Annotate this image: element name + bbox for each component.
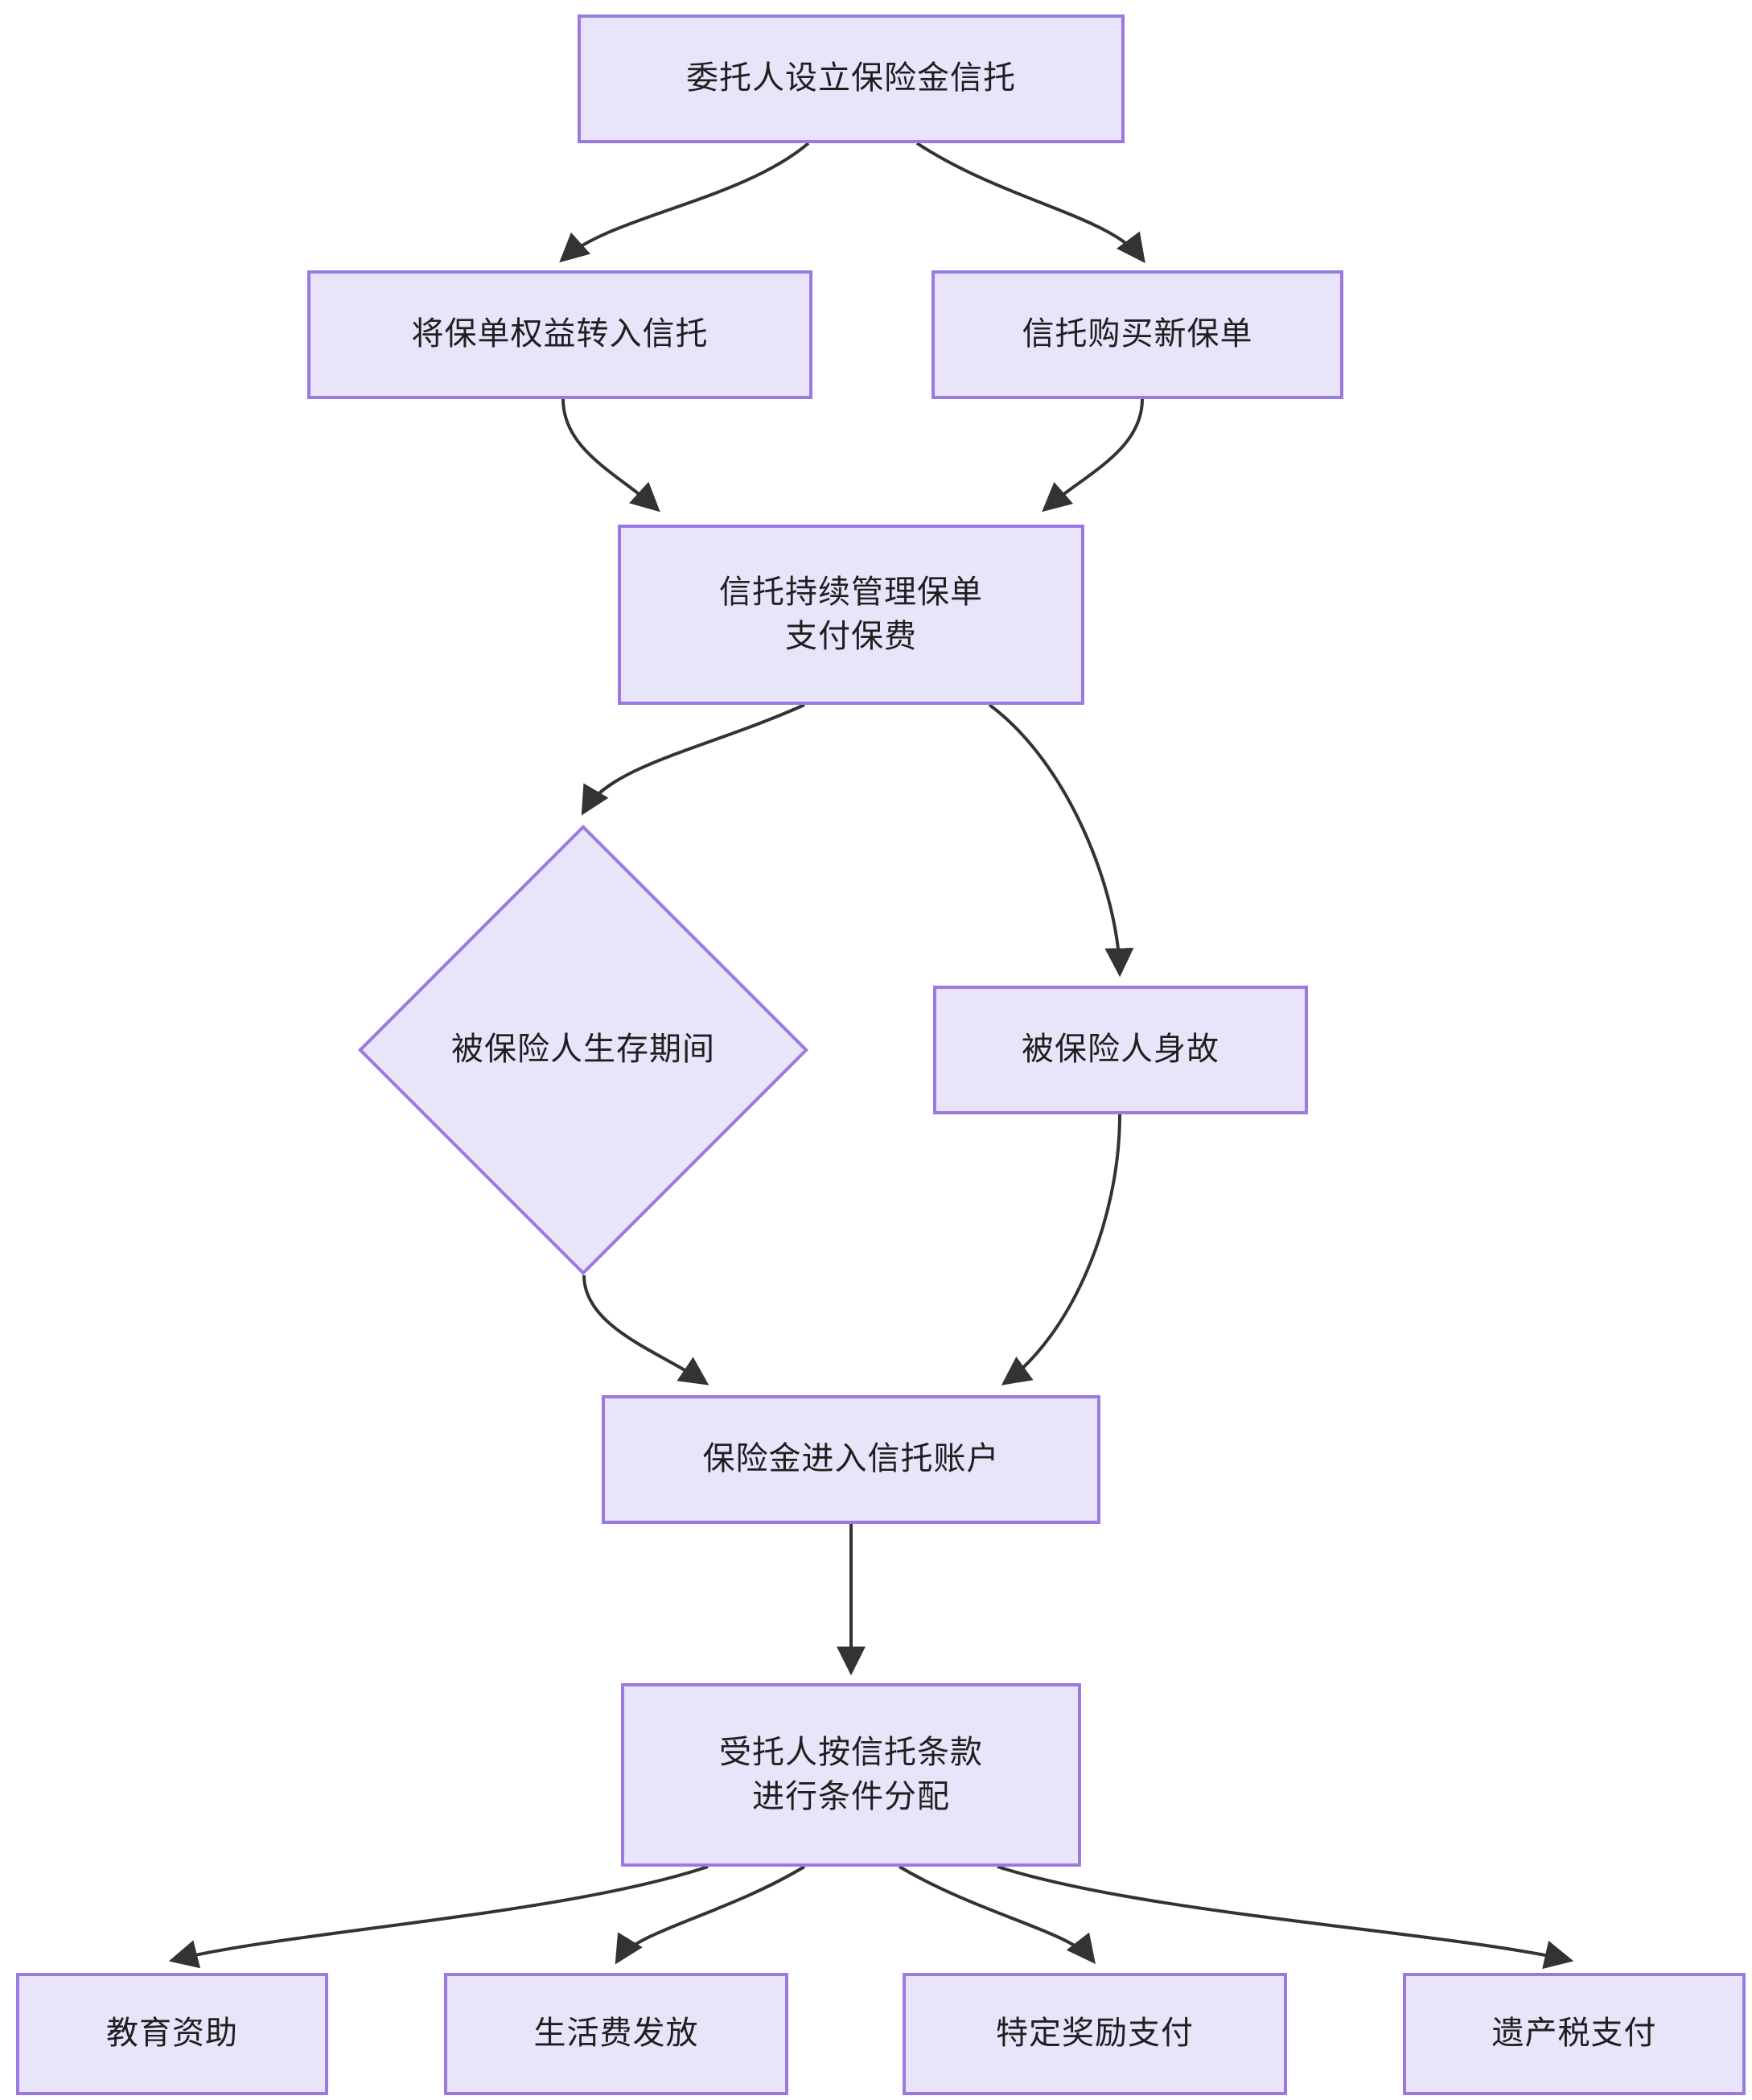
node-living-expense-payout[interactable]: 生活费发放 — [444, 1973, 788, 2095]
edge-n8-to-n10 — [615, 1865, 806, 1965]
edge-n1-to-n3 — [915, 142, 1145, 264]
node-trustee-conditional-distribution[interactable]: 受托人按信托条款 进行条件分配 — [621, 1683, 1081, 1867]
edge-n1-to-n2 — [559, 142, 810, 263]
node-education-funding[interactable]: 教育资助 — [16, 1973, 328, 2095]
edge-n4-to-n5 — [581, 703, 805, 816]
edge-n4-to-n6 — [988, 703, 1134, 978]
edge-n2-to-n4 — [561, 398, 660, 513]
node-trust-manages-policy[interactable]: 信托持续管理保单 支付保费 — [618, 525, 1084, 705]
edge-n8-to-n12 — [997, 1865, 1574, 1970]
node-proceeds-enter-trust-account[interactable]: 保险金进入信托账户 — [602, 1395, 1100, 1524]
edge-n8-to-n11 — [898, 1865, 1096, 1965]
edge-n6-to-n7 — [1001, 1114, 1121, 1386]
node-transfer-policy-rights[interactable]: 将保单权益转入信托 — [307, 270, 812, 399]
node-settlor-establishes-trust[interactable]: 委托人设立保险金信托 — [578, 14, 1125, 143]
edge-n5-to-n7 — [582, 1274, 709, 1386]
node-insured-alive-label: 被保险人生存期间 — [451, 1031, 715, 1068]
edge-n3-to-n4 — [1042, 398, 1144, 513]
node-trust-buys-new-policy[interactable]: 信托购买新保单 — [932, 270, 1343, 399]
node-insured-alive-decision[interactable]: 被保险人生存期间 — [357, 824, 809, 1276]
node-estate-tax-payment[interactable]: 遗产税支付 — [1403, 1973, 1746, 2095]
edge-n8-to-n9 — [168, 1865, 709, 1969]
node-insured-death[interactable]: 被保险人身故 — [933, 986, 1308, 1114]
node-specific-incentive-payment[interactable]: 特定奖励支付 — [903, 1973, 1287, 2095]
